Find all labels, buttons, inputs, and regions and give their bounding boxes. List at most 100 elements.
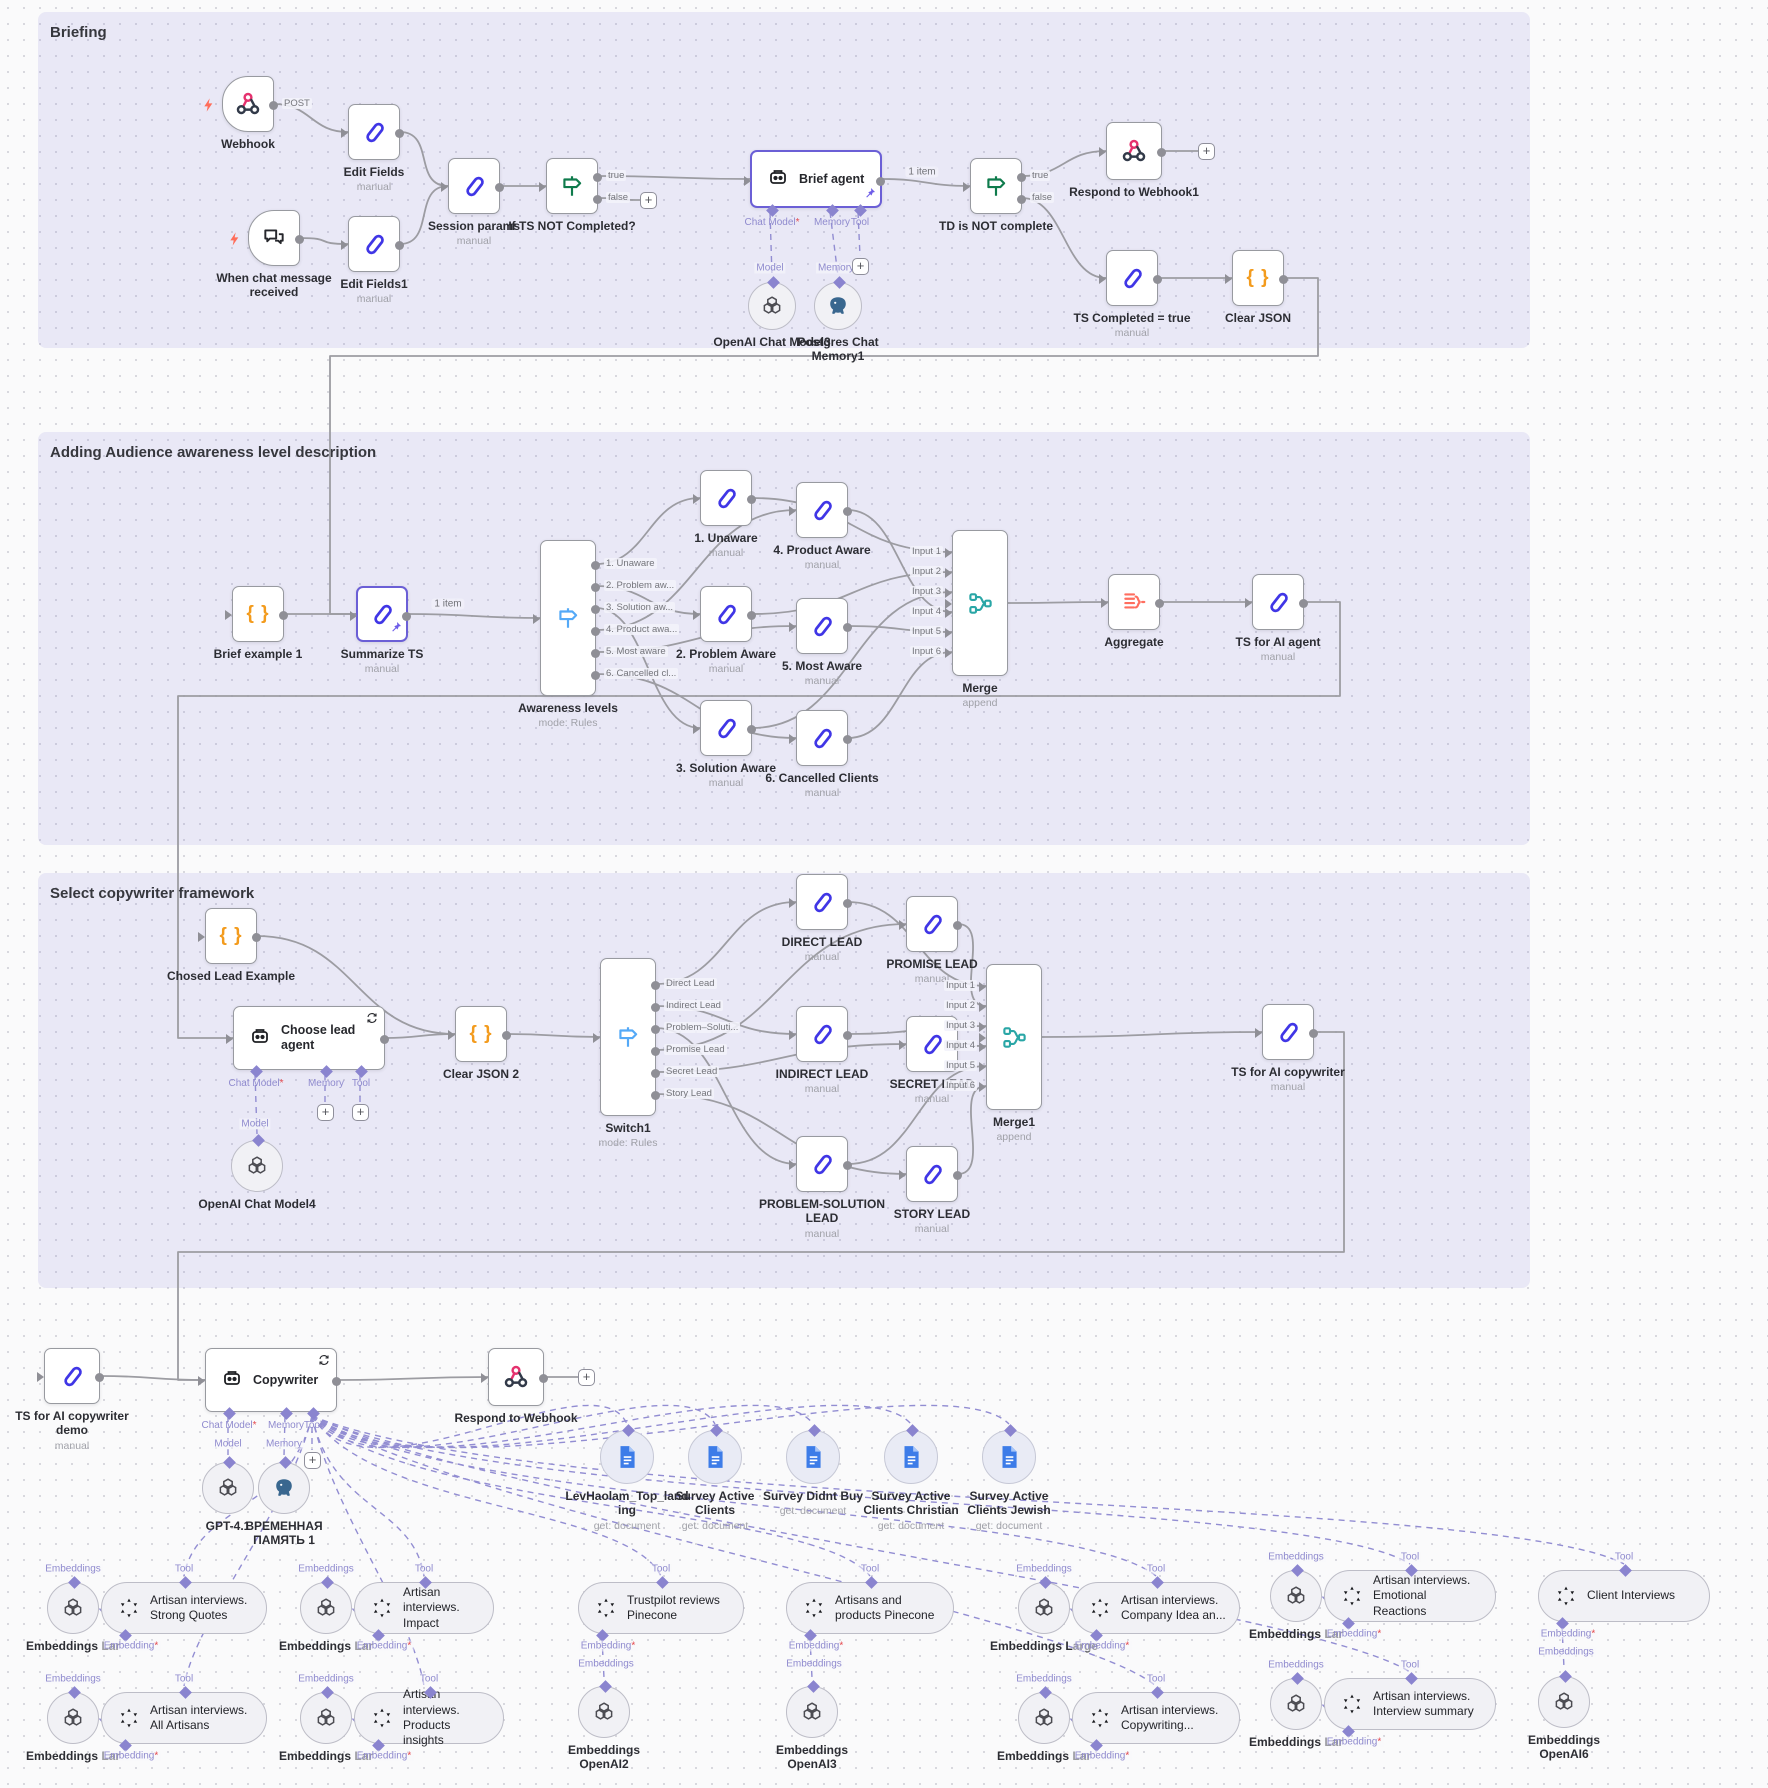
- emb-openai3-node[interactable]: [786, 1680, 838, 1738]
- session-params-node[interactable]: [441, 158, 504, 214]
- output-port[interactable]: [539, 1373, 548, 1383]
- emb-openai6-node[interactable]: [1538, 1670, 1590, 1728]
- doc-survey-christian-node[interactable]: [884, 1424, 938, 1484]
- respond-to-webhook1-node[interactable]: [1099, 122, 1166, 180]
- add-node-button[interactable]: +: [852, 258, 869, 275]
- brief-example-1-node[interactable]: { }: [225, 586, 288, 642]
- emb-openai2-node[interactable]: [578, 1680, 630, 1738]
- add-node-button[interactable]: +: [317, 1104, 334, 1121]
- output-port[interactable]: [843, 622, 852, 632]
- output-port-6. Cancelled cl...[interactable]: [591, 670, 600, 680]
- output-port[interactable]: [1153, 274, 1162, 284]
- doc-survey-active-node[interactable]: [688, 1424, 742, 1484]
- connector-diamond[interactable]: [1150, 1686, 1164, 1699]
- output-port-Direct Lead[interactable]: [651, 980, 660, 990]
- connector-diamond[interactable]: [1150, 1576, 1164, 1589]
- output-port[interactable]: [843, 1160, 852, 1170]
- output-port-Promise Lead[interactable]: [651, 1046, 660, 1056]
- output-port[interactable]: [1157, 147, 1166, 157]
- connector-diamond[interactable]: [1404, 1672, 1418, 1685]
- output-port[interactable]: [747, 494, 756, 504]
- emb-large-3-node[interactable]: [1018, 1576, 1070, 1634]
- gpt-41-node[interactable]: [202, 1456, 254, 1514]
- output-port-3. Solution aw...[interactable]: [591, 604, 600, 614]
- tool-client-interviews-node[interactable]: Client Interviews: [1538, 1564, 1710, 1630]
- emb-large-4-node[interactable]: [1270, 1564, 1322, 1622]
- tool-interview-summary-node[interactable]: Artisan interviews. Interview summary: [1324, 1672, 1496, 1738]
- add-node-button[interactable]: +: [352, 1104, 369, 1121]
- doc-survey-jewish-node[interactable]: [982, 1424, 1036, 1484]
- output-port[interactable]: [843, 1030, 852, 1040]
- problem-aware-node[interactable]: [693, 586, 756, 642]
- solution-aware-node[interactable]: [693, 700, 756, 756]
- clear-json-node[interactable]: { }: [1225, 250, 1288, 306]
- output-port[interactable]: [395, 240, 404, 250]
- output-port[interactable]: [395, 128, 404, 138]
- tool-strong-quotes-node[interactable]: Artisan interviews. Strong Quotes: [101, 1576, 267, 1642]
- add-node-button[interactable]: +: [640, 192, 657, 209]
- clear-json-2-node[interactable]: { }: [448, 1006, 511, 1062]
- tool-products-insights-node[interactable]: Artisan interviews. Products insights: [354, 1686, 504, 1752]
- output-port-true[interactable]: [1017, 172, 1026, 182]
- output-port-Story Lead[interactable]: [651, 1090, 660, 1100]
- unaware-node[interactable]: [693, 470, 756, 526]
- connector-diamond[interactable]: [864, 1576, 878, 1589]
- output-port[interactable]: [95, 1372, 104, 1382]
- emb-large-5-node[interactable]: [47, 1686, 99, 1744]
- output-port[interactable]: [747, 610, 756, 620]
- problem-solution-lead-node[interactable]: [789, 1136, 852, 1192]
- respond-to-webhook-node[interactable]: [481, 1348, 548, 1406]
- output-port[interactable]: [1155, 598, 1164, 608]
- add-node-button[interactable]: +: [1198, 143, 1215, 160]
- output-port[interactable]: [953, 920, 962, 930]
- product-aware-node[interactable]: [789, 482, 852, 538]
- edit-fields1-node[interactable]: [341, 216, 404, 272]
- output-port-2. Problem aw...[interactable]: [591, 582, 600, 592]
- tool-copywriting-node[interactable]: Artisan interviews. Copywriting...: [1072, 1686, 1240, 1752]
- edit-fields-node[interactable]: [341, 104, 404, 160]
- output-port[interactable]: [380, 1034, 389, 1044]
- connector-diamond[interactable]: [655, 1576, 669, 1589]
- tool-all-artisans-node[interactable]: Artisan interviews. All Artisans: [101, 1686, 267, 1752]
- output-port-1. Unaware[interactable]: [591, 560, 600, 570]
- ts-for-ai-copywriter-demo-node[interactable]: [37, 1348, 104, 1404]
- output-port[interactable]: [402, 611, 411, 621]
- output-port-5. Most aware[interactable]: [591, 648, 600, 658]
- connector-diamond[interactable]: [178, 1576, 192, 1589]
- chosed-lead-example-node[interactable]: { }: [198, 908, 261, 964]
- emb-large-2-node[interactable]: [300, 1576, 352, 1634]
- output-port[interactable]: [1309, 1028, 1318, 1038]
- direct-lead-node[interactable]: [789, 874, 852, 930]
- aggregate-node[interactable]: [1101, 574, 1164, 630]
- emb-large-6-node[interactable]: [300, 1686, 352, 1744]
- output-port-Indirect Lead[interactable]: [651, 1002, 660, 1012]
- add-node-button[interactable]: +: [578, 1369, 595, 1386]
- temp-memory-1-node[interactable]: [258, 1456, 310, 1514]
- output-port-false[interactable]: [593, 194, 602, 204]
- connector-diamond[interactable]: [1618, 1564, 1632, 1577]
- openai-chat-model4-node[interactable]: [231, 1134, 283, 1192]
- output-port-Problem–Soluti...[interactable]: [651, 1024, 660, 1034]
- tool-artisans-products-node[interactable]: Artisans and products Pinecone: [786, 1576, 954, 1642]
- output-port[interactable]: [252, 932, 261, 942]
- tool-impact-node[interactable]: Artisan interviews. Impact: [354, 1576, 494, 1642]
- emb-large-8-node[interactable]: [1270, 1672, 1322, 1730]
- output-port[interactable]: [269, 100, 278, 110]
- add-node-button[interactable]: +: [304, 1452, 321, 1469]
- tool-company-idea-node[interactable]: Artisan interviews. Company Idea an...: [1072, 1576, 1240, 1642]
- indirect-lead-node[interactable]: [789, 1006, 852, 1062]
- doc-levhaolam-node[interactable]: [600, 1424, 654, 1484]
- output-port[interactable]: [502, 1030, 511, 1040]
- output-port[interactable]: [295, 234, 304, 244]
- ts-for-ai-copywriter-node[interactable]: [1255, 1004, 1318, 1060]
- output-port[interactable]: [953, 1170, 962, 1180]
